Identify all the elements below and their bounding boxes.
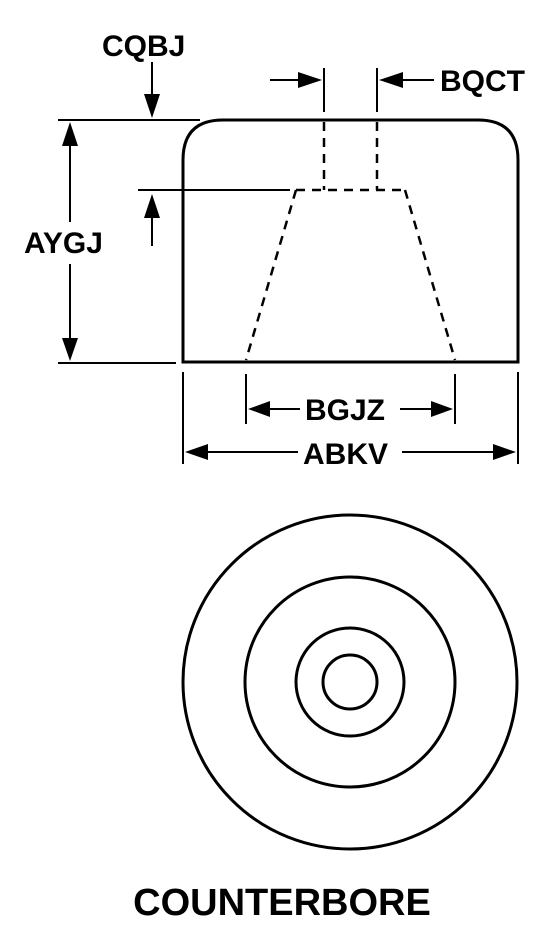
end-view-circles: [181, 513, 519, 851]
bgjz-dimension: [245, 374, 456, 424]
label-bqct: BQCT: [440, 65, 525, 98]
bqct-dimension: [270, 68, 434, 112]
label-abkv: ABKV: [303, 438, 388, 471]
cqbj-dimension: [58, 62, 290, 246]
drawing-title: COUNTERBORE: [133, 882, 431, 924]
hidden-bore-lines: [244, 122, 457, 361]
body-outline: [181, 118, 520, 364]
abkv-dimension: [182, 372, 519, 464]
label-bgjz: BGJZ: [305, 394, 385, 427]
label-aygj: AYGJ: [24, 227, 103, 260]
label-cqbj: CQBJ: [102, 30, 185, 63]
aygj-dimension: [58, 122, 176, 364]
